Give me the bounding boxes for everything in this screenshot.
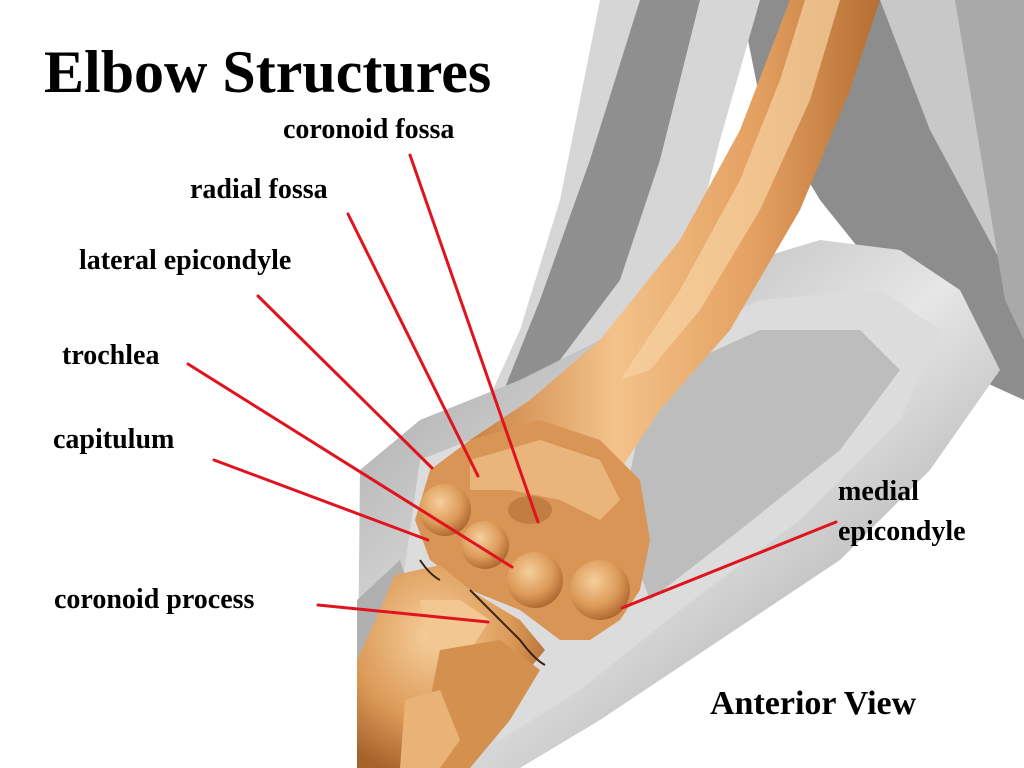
label-medial-epicondyle-line2: epicondyle	[838, 516, 966, 547]
label-coronoid-process: coronoid process	[54, 584, 255, 615]
humerus-bone	[415, 0, 880, 640]
label-radial-fossa: radial fossa	[190, 174, 328, 205]
leader-capitulum	[212, 458, 430, 542]
forearm-bones	[357, 559, 546, 768]
leader-trochlea	[186, 362, 514, 569]
leader-medial-epicondyle	[620, 520, 838, 610]
leader-coronoid-process	[316, 603, 490, 624]
label-trochlea: trochlea	[62, 340, 160, 371]
label-capitulum: capitulum	[53, 424, 175, 455]
leader-lines	[186, 153, 838, 624]
leader-radial-fossa	[346, 212, 480, 478]
label-medial-epicondyle-line1: medial	[838, 476, 919, 507]
leader-coronoid-fossa	[408, 153, 540, 524]
leader-lateral-epicondyle	[256, 294, 434, 470]
label-lateral-epicondyle: lateral epicondyle	[79, 245, 292, 276]
page-title: Elbow Structures	[44, 39, 492, 105]
view-caption: Anterior View	[710, 685, 917, 722]
label-coronoid-fossa: coronoid fossa	[283, 114, 455, 145]
